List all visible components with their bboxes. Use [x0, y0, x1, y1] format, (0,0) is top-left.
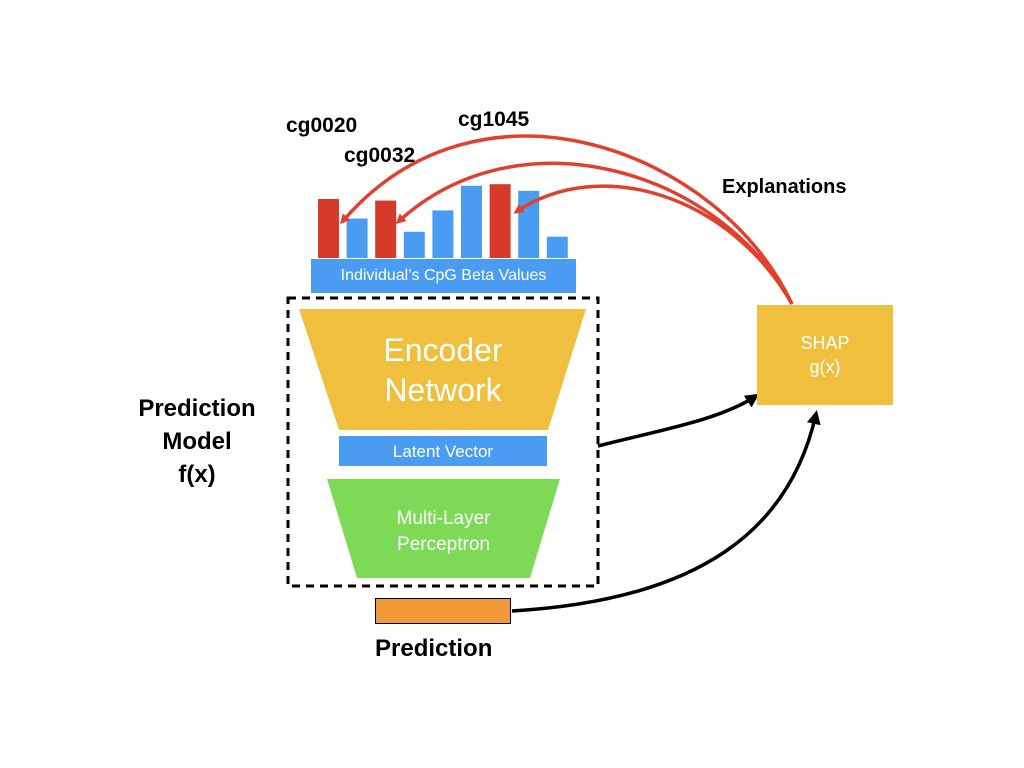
explanations-label: Explanations	[722, 176, 847, 198]
model-title-line-1: Prediction	[138, 395, 256, 422]
explanation-arrow-cg0020	[340, 134, 794, 305]
prediction-model-boundary	[286, 296, 600, 588]
latent-to-shap-arrow	[597, 393, 760, 448]
model-title-line-3: f(x)	[178, 461, 216, 488]
shap-explainer-box: SHAP g(x)	[757, 305, 893, 405]
cpg-label-cg1045: cg1045	[458, 108, 530, 131]
cpg-bar	[432, 210, 454, 258]
cpg-bar-highlighted	[489, 184, 511, 258]
latent-vector-bar: Latent Vector	[339, 436, 547, 466]
prediction-output-box	[375, 598, 511, 624]
shap-line-2: g(x)	[809, 357, 841, 377]
shap-line-1: SHAP	[800, 333, 850, 353]
cpg-bar-chart	[318, 184, 568, 258]
multi-layer-perceptron-shape	[327, 479, 560, 578]
prediction-model-title: Prediction Model f(x)	[118, 392, 276, 491]
multi-layer-perceptron-label: Multi-Layer Perceptron	[340, 506, 547, 558]
latent-vector-label: Latent Vector	[392, 442, 494, 461]
cpg-bar-highlighted	[318, 199, 339, 258]
cpg-label-cg0020: cg0020	[286, 114, 358, 137]
cpg-bar	[346, 218, 368, 258]
cpg-bar	[546, 236, 568, 258]
cpg-bar	[461, 185, 482, 258]
prediction-to-shap-arrow	[511, 410, 821, 613]
cpg-label-cg0032: cg0032	[344, 144, 416, 167]
cpg-beta-values-label: Individual’s CpG Beta Values	[340, 267, 547, 284]
encoder-line-2: Network	[384, 372, 502, 408]
prediction-label: Prediction	[375, 635, 493, 662]
encoder-network-shape	[299, 309, 586, 430]
mlp-line-2: Perceptron	[397, 534, 490, 555]
explanation-arrow-cg1045	[513, 184, 794, 305]
cpg-beta-values-strip: Individual’s CpG Beta Values	[311, 259, 576, 293]
encoder-line-1: Encoder	[383, 332, 503, 368]
cpg-bar	[403, 231, 425, 258]
cpg-bar-highlighted	[375, 200, 397, 258]
mlp-line-1: Multi-Layer	[396, 508, 491, 529]
encoder-network-label: Encoder Network	[330, 330, 556, 410]
model-title-line-2: Model	[162, 428, 232, 455]
